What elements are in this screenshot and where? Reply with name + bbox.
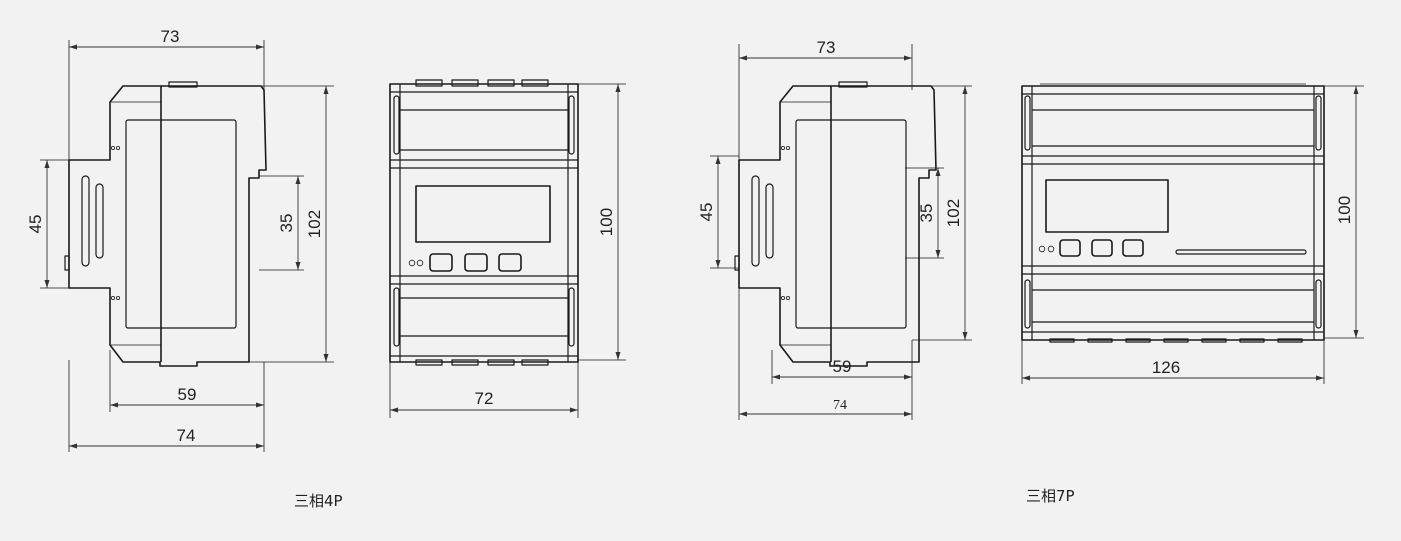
dim-7p-front-height: 100 xyxy=(1335,86,1359,338)
button-3 xyxy=(1122,239,1144,257)
dim-4p-side-body-width: 59 xyxy=(110,385,264,408)
seven-pole-side-view xyxy=(710,44,972,420)
dim-label: 74 xyxy=(833,398,847,413)
dim-label: 35 xyxy=(277,214,296,233)
dim-4p-side-top-width: 73 xyxy=(69,27,264,50)
seven-pole-front-view xyxy=(1021,83,1364,384)
four-pole-front-view xyxy=(389,79,626,418)
dim-label: 126 xyxy=(1152,358,1180,377)
dim-label: 35 xyxy=(917,204,936,223)
dim-label: 102 xyxy=(305,210,324,238)
dim-label: 73 xyxy=(161,27,180,46)
dim-7p-front-width: 126 xyxy=(1022,358,1324,381)
dim-4p-side-total-width: 74 xyxy=(69,426,264,449)
caption-seven-pole: 三相7P xyxy=(1026,487,1075,505)
dim-7p-side-body-width: 59 xyxy=(772,357,912,380)
button-1 xyxy=(1059,239,1081,257)
dim-4p-front-width: 72 xyxy=(390,389,578,413)
indicator-led xyxy=(1038,245,1046,253)
lcd-display xyxy=(1045,179,1169,233)
dim-4p-front-height: 100 xyxy=(597,84,621,360)
button-2 xyxy=(464,253,488,272)
dim-7p-side-total-height: 102 xyxy=(944,86,968,340)
dim-label: 59 xyxy=(833,357,852,376)
dim-label: 73 xyxy=(817,38,836,57)
dim-label: 100 xyxy=(1335,196,1354,224)
four-pole-side-view xyxy=(40,40,334,452)
dim-label: 45 xyxy=(26,215,45,234)
button-2 xyxy=(1091,239,1113,257)
indicator-led xyxy=(416,259,424,267)
dim-4p-side-total-height: 102 xyxy=(305,86,329,362)
dim-7p-side-rail-height: 45 xyxy=(697,156,721,268)
indicator-led xyxy=(1047,245,1055,253)
indicator-led xyxy=(408,259,416,267)
dim-label: 100 xyxy=(597,208,616,236)
dim-7p-side-top-width: 73 xyxy=(739,38,912,61)
dim-label: 45 xyxy=(697,203,716,222)
dim-label: 74 xyxy=(177,426,196,445)
dim-label: 102 xyxy=(944,199,963,227)
button-3 xyxy=(498,253,522,272)
dim-label: 72 xyxy=(475,389,494,408)
dim-label: 59 xyxy=(178,385,197,404)
lcd-display xyxy=(415,185,551,243)
dim-4p-side-rail-height: 45 xyxy=(26,160,50,288)
button-1 xyxy=(429,253,453,272)
caption-four-pole: 三相4P xyxy=(294,492,343,510)
dim-7p-side-total-width: 74 xyxy=(739,398,912,417)
dim-7p-side-clip-height: 35 xyxy=(917,168,941,258)
dim-4p-side-clip-height: 35 xyxy=(277,176,301,270)
